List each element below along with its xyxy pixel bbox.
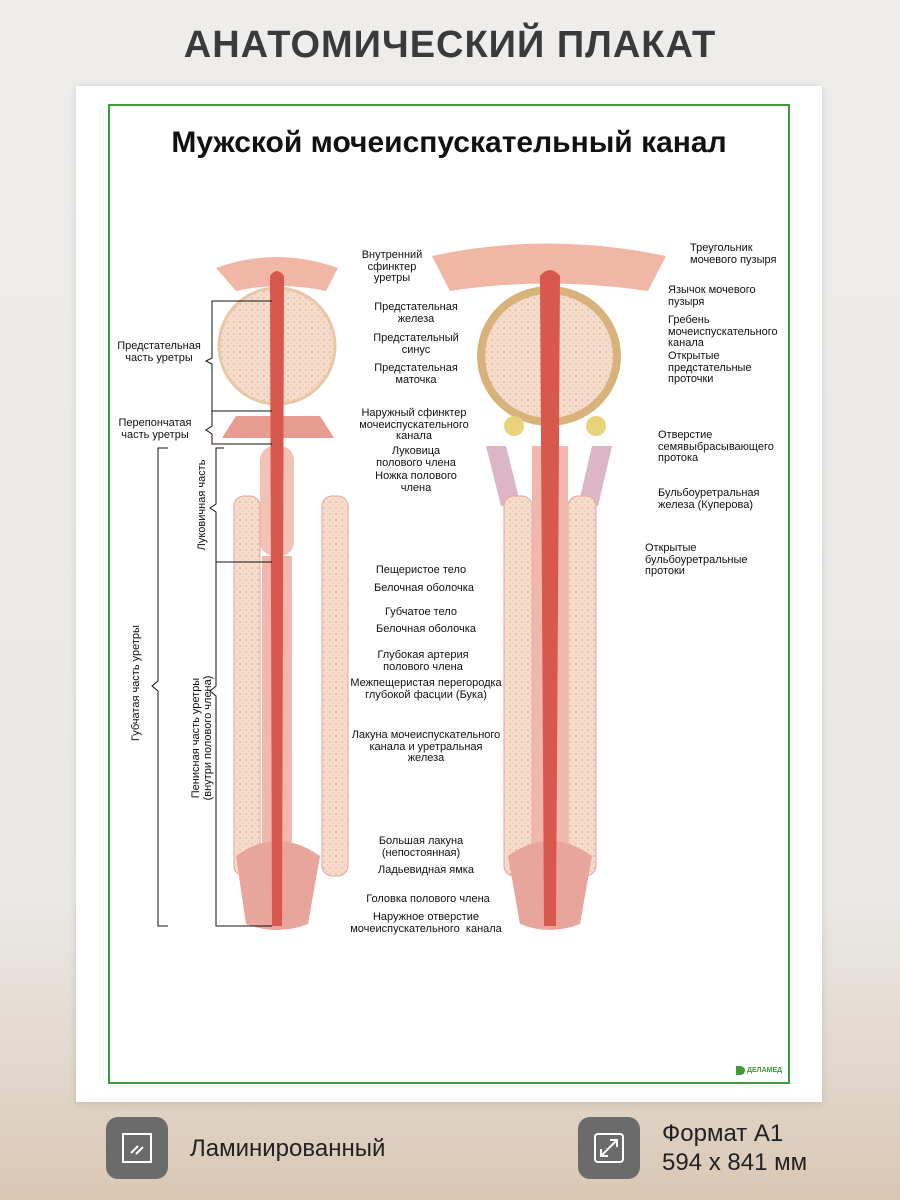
label-prostatic-sinus: Предстательный синус [373,332,459,356]
label-prostate: Предстательная железа [374,301,458,325]
label-prostatic-ductules: Открытые предстательные проточки [668,350,752,385]
publisher-logo: ДЕЛАМЕД [736,1066,782,1075]
label-prostatic-urethra: Предстательная часть уретры [117,340,201,364]
label-bladder-uvula: Язычок мочевого пузыря [668,284,756,308]
poster-frame [108,104,790,1084]
left-urethra-drawing [216,257,349,930]
laminated-icon [106,1117,168,1179]
label-crus: Ножка полового члена [375,470,457,494]
label-bladder-trigone: Треугольник мочевого пузыря [690,242,777,266]
poster: Мужской мочеиспускательный канал [76,86,822,1102]
label-bulbous-part: Луковичная часть [196,459,208,551]
label-membranous-urethra: Перепончатая часть уретры [118,417,192,441]
label-corpus-spongiosum: Губчатое тело [385,606,457,618]
headline: АНАТОМИЧЕСКИЙ ПЛАКАТ [183,24,717,66]
label-tunica-albuginea-2: Белочная оболочка [376,623,476,635]
label-bulbourethral-gland: Бульбоуретральная железа (Куперова) [658,487,760,511]
label-large-lacuna: Большая лакуна (непостоянная) [378,835,464,859]
logo-mark-icon [736,1066,745,1075]
logo-text: ДЕЛАМЕД [747,1067,783,1074]
label-lacuna: Лакуна мочеиспускательного канала и урет… [351,729,501,764]
label-urethral-crest: Гребень мочеиспускательного канала [668,314,778,349]
anatomy-illustration [151,243,666,930]
label-bulbourethral-ducts: Открытые бульбоуретральные протоки [645,542,748,577]
label-septum: Межпещеристая перегородка глубокой фасци… [350,677,502,701]
feature-text: Формат А1 594 х 841 мм [662,1120,808,1176]
feature-text: Ламинированный [190,1134,386,1162]
label-tunica-albuginea-1: Белочная оболочка [374,582,474,594]
label-external-sphincter: Наружный сфинктер мочеиспускательного ка… [359,407,469,442]
right-urethra-drawing [432,243,666,930]
feature-format: Формат А1 594 х 841 мм [578,1117,807,1179]
label-navicular-fossa: Ладьевидная ямка [378,864,474,876]
label-external-orifice: Наружное отверстие мочеиспускательного к… [350,911,502,935]
brackets [151,300,272,927]
label-deep-artery: Глубокая артерия полового члена [377,649,469,673]
label-bulb: Луковица полового члена [376,445,456,469]
feature-laminated: Ламинированный [106,1117,385,1179]
label-corpus-cavernosum: Пещеристое тело [375,564,467,576]
poster-title: Мужской мочеиспускательный канал [171,126,727,159]
resize-icon [578,1117,640,1179]
label-penile-urethra: Пенисная часть уретры (внутри полового ч… [190,675,214,801]
label-spongy-urethra: Губчатая часть уретры [130,625,142,741]
label-glans: Головка полового члена [366,893,490,905]
label-ejaculatory-duct: Отверстие семявыбрасывающего протока [658,429,774,464]
label-prostatic-utricle: Предстательная маточка [374,362,458,386]
label-internal-sphincter: Внутренний сфинктер уретры [361,249,423,284]
